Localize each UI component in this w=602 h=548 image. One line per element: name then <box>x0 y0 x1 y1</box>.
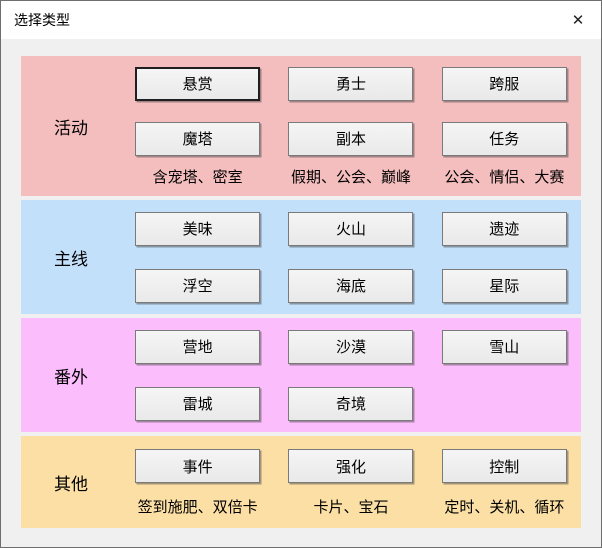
section-activity-cells: 悬赏 勇士 跨服 魔塔 副本 任务 含宠塔、密室 假期、公会、巅峰 公会、情侣、… <box>121 56 581 196</box>
button-task[interactable]: 任务 <box>441 121 567 156</box>
dialog-content: 活动 悬赏 勇士 跨服 魔塔 副本 任务 含宠塔、密室 假期、公会、巅峰 公会、… <box>1 39 601 548</box>
section-extra-label: 番外 <box>54 367 88 387</box>
button-ruins[interactable]: 遗迹 <box>441 211 567 246</box>
section-activity-label: 活动 <box>54 118 88 138</box>
close-button[interactable]: ✕ <box>555 1 601 39</box>
button-camp[interactable]: 营地 <box>135 329 261 364</box>
button-seabed[interactable]: 海底 <box>288 268 414 303</box>
close-icon: ✕ <box>571 12 585 29</box>
button-dungeon[interactable]: 副本 <box>288 121 414 156</box>
section-other-label: 其他 <box>54 474 88 494</box>
button-wonderland[interactable]: 奇境 <box>288 386 414 421</box>
button-delicious[interactable]: 美味 <box>135 211 261 246</box>
section-other-note-3: 定时、关机、循环 <box>444 499 565 516</box>
button-enhance[interactable]: 强化 <box>288 449 414 483</box>
button-warrior[interactable]: 勇士 <box>288 66 414 101</box>
empty-cell <box>428 375 581 432</box>
button-magic-tower[interactable]: 魔塔 <box>135 121 261 156</box>
button-control[interactable]: 控制 <box>441 449 567 483</box>
button-floating[interactable]: 浮空 <box>135 268 261 303</box>
section-activity-note-3: 公会、情侣、大赛 <box>444 169 565 186</box>
section-mainline-label: 主线 <box>54 249 88 269</box>
title-bar: 选择类型 ✕ <box>1 1 601 39</box>
section-activity-note-1: 含宠塔、密室 <box>152 169 243 186</box>
button-cross-server[interactable]: 跨服 <box>441 66 567 101</box>
section-extra-cells: 营地 沙漠 雪山 雷城 奇境 <box>121 318 581 432</box>
button-interstellar[interactable]: 星际 <box>441 268 567 303</box>
section-other-cells: 事件 强化 控制 签到施肥、双倍卡 卡片、宝石 定时、关机、循环 <box>121 436 581 528</box>
section-mainline-cells: 美味 火山 遗迹 浮空 海底 星际 <box>121 200 581 314</box>
section-other-note-2: 卡片、宝石 <box>313 499 389 516</box>
section-activity-note-2: 假期、公会、巅峰 <box>290 169 411 186</box>
window-title: 选择类型 <box>14 12 70 28</box>
section-mainline: 主线 美味 火山 遗迹 浮空 海底 星际 <box>21 200 581 314</box>
button-event[interactable]: 事件 <box>135 449 261 483</box>
section-extra: 番外 营地 沙漠 雪山 雷城 奇境 <box>21 318 581 432</box>
button-volcano[interactable]: 火山 <box>288 211 414 246</box>
button-snow-mountain[interactable]: 雪山 <box>441 329 567 364</box>
button-bounty[interactable]: 悬赏 <box>135 66 261 101</box>
section-other: 其他 事件 强化 控制 签到施肥、双倍卡 卡片、宝石 定时、关机、循环 <box>21 436 581 528</box>
button-thunder-city[interactable]: 雷城 <box>135 386 261 421</box>
section-activity: 活动 悬赏 勇士 跨服 魔塔 副本 任务 含宠塔、密室 假期、公会、巅峰 公会、… <box>21 56 581 196</box>
button-desert[interactable]: 沙漠 <box>288 329 414 364</box>
section-other-note-1: 签到施肥、双倍卡 <box>137 499 258 516</box>
